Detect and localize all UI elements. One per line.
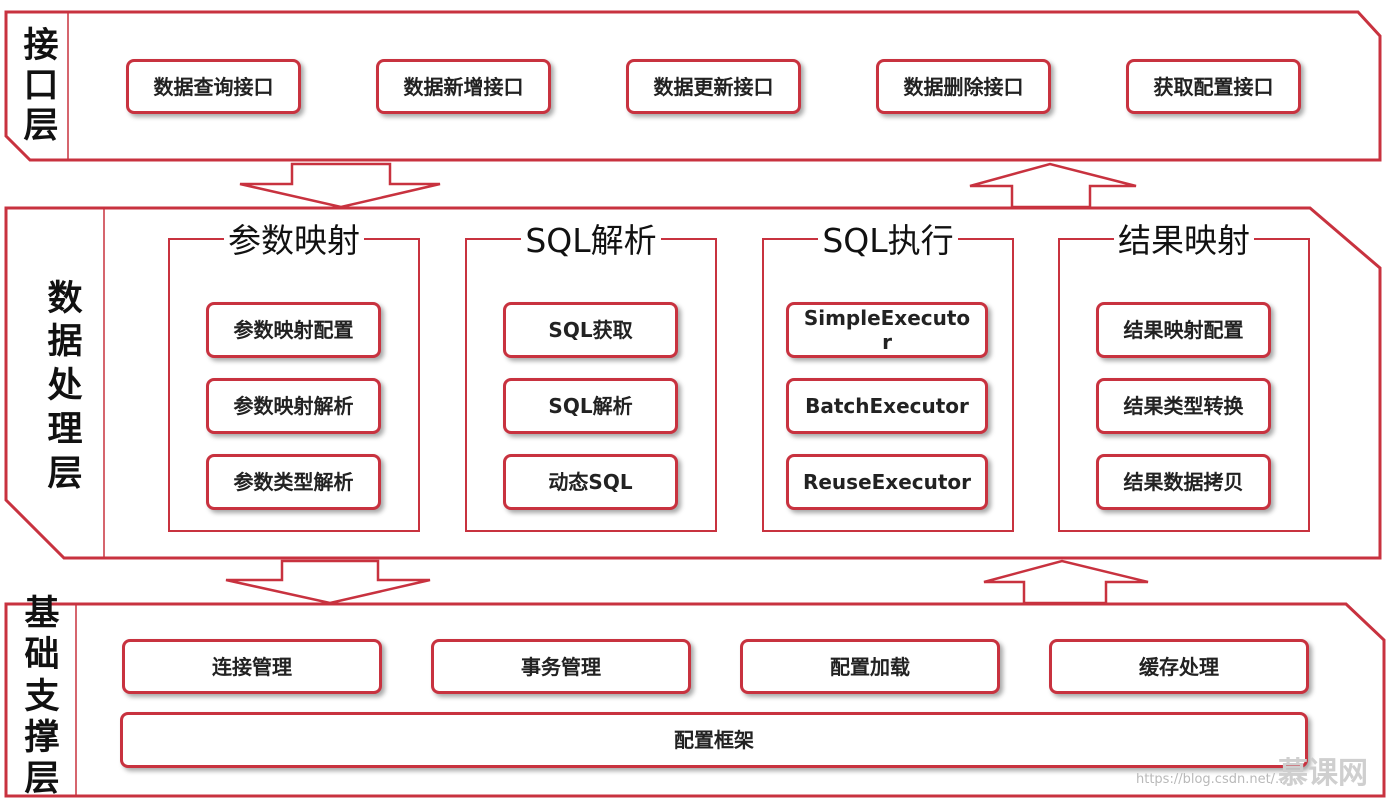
support-layer-label: 基 础 支 撑 层	[12, 594, 72, 799]
processing-layer-label-char: 理	[47, 409, 83, 450]
module-title: 参数映射	[224, 221, 364, 260]
connection-management-box: 连接管理	[122, 639, 382, 694]
insert-interface-box: 数据新增接口	[376, 59, 551, 114]
module-title: SQL解析	[521, 221, 661, 260]
interface-layer-label-char: 接	[23, 25, 59, 66]
module-item: SQL解析	[503, 378, 678, 434]
module-item: ReuseExecutor	[786, 454, 988, 510]
interface-layer-label-char: 口	[23, 65, 59, 106]
processing-layer-label-char: 层	[47, 453, 83, 494]
module-item: SimpleExecutor	[786, 302, 988, 358]
module-item: BatchExecutor	[786, 378, 988, 434]
processing-layer-label-char: 数	[47, 278, 83, 319]
watermark-url: https://blog.csdn.net/...	[1136, 772, 1288, 787]
processing-layer-label: 数 据 处 理 层	[36, 276, 94, 498]
config-loading-box: 配置加载	[740, 639, 1000, 694]
module-item: SQL获取	[503, 302, 678, 358]
module-item: 结果映射配置	[1096, 302, 1271, 358]
module-title: SQL执行	[818, 221, 958, 260]
transaction-management-box: 事务管理	[431, 639, 691, 694]
support-layer-label-char: 础	[24, 635, 60, 676]
cache-handling-box: 缓存处理	[1049, 639, 1309, 694]
support-layer-label-char: 基	[24, 594, 60, 634]
support-layer-label-char: 撑	[24, 717, 60, 758]
module-title: 结果映射	[1114, 221, 1254, 260]
support-layer-label-char: 支	[24, 676, 60, 717]
support-layer-label-char: 层	[24, 759, 60, 800]
module-item: 参数映射解析	[206, 378, 381, 434]
query-interface-box: 数据查询接口	[126, 59, 301, 114]
arrow-down-bottom	[225, 559, 431, 605]
module-item: 参数类型解析	[206, 454, 381, 510]
arrow-up-bottom	[983, 559, 1149, 605]
processing-layer-label-char: 处	[47, 366, 83, 407]
interface-layer-label-char: 层	[23, 106, 59, 147]
update-interface-box: 数据更新接口	[626, 59, 801, 114]
module-item: 结果类型转换	[1096, 378, 1271, 434]
module-item: 参数映射配置	[206, 302, 381, 358]
module-item: 动态SQL	[503, 454, 678, 510]
config-framework-box: 配置框架	[120, 712, 1308, 768]
get-config-interface-box: 获取配置接口	[1126, 59, 1301, 114]
delete-interface-box: 数据删除接口	[876, 59, 1051, 114]
watermark-logo: 慕课网	[1278, 756, 1368, 791]
module-item: 结果数据拷贝	[1096, 454, 1271, 510]
interface-layer-label: 接 口 层	[14, 18, 68, 154]
processing-layer-label-char: 据	[47, 322, 83, 363]
arrow-up-top	[969, 162, 1137, 209]
arrow-down-top	[239, 162, 441, 209]
